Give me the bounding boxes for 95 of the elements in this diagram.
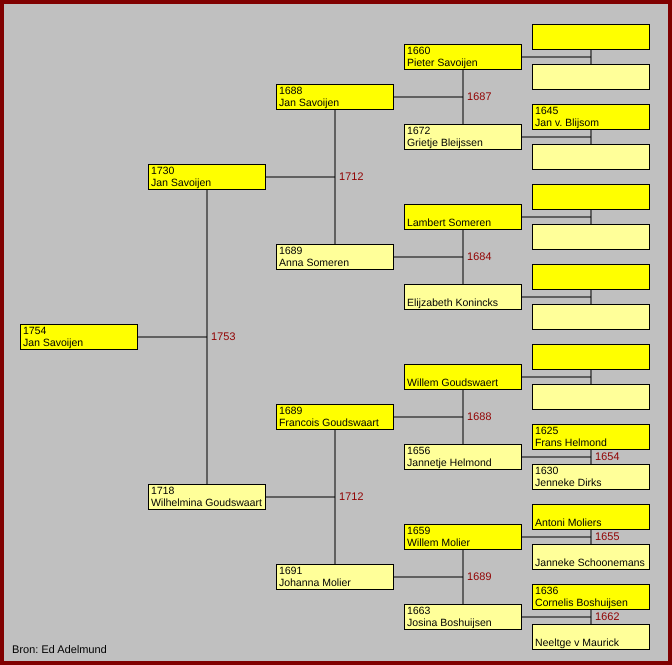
person-name: Jenneke Dirks: [535, 477, 603, 489]
person-name: Francois Goudswaart: [279, 417, 380, 429]
birth-year: 1645: [535, 105, 560, 117]
person-name: Jannetje Helmond: [407, 457, 493, 469]
person-box: [532, 224, 650, 250]
connector-line: [522, 56, 592, 64]
person-box: [276, 564, 394, 590]
person-box: [404, 204, 522, 230]
marriage-year: 1753: [210, 331, 236, 343]
birth-year: 1754: [23, 325, 48, 337]
person-box: [276, 404, 394, 430]
person-box: [148, 484, 266, 510]
person-name: Jan v. Blijsom: [535, 117, 600, 129]
connector-line: [266, 496, 336, 564]
connector-line: [522, 376, 592, 384]
person-box: [532, 464, 650, 490]
person-name: Jan Savoijen: [151, 177, 212, 189]
person-name: Neeltge v Maurick: [535, 637, 620, 649]
person-box: [532, 104, 650, 130]
connector-line: [522, 536, 592, 544]
person-box: [276, 84, 394, 110]
marriage-year: 1687: [466, 91, 492, 103]
marriage-year: 1689: [466, 571, 492, 583]
person-box: [532, 344, 650, 370]
person-name: Cornelis Boshuijsen: [535, 597, 629, 609]
birth-year: 1730: [151, 165, 176, 177]
person-box: [404, 44, 522, 70]
person-name: Janneke Schoonemans: [535, 557, 646, 569]
person-name: Pieter Savoijen: [407, 57, 479, 69]
marriage-year: 1655: [594, 531, 620, 543]
person-box: [532, 584, 650, 610]
birth-year: 1660: [407, 45, 432, 57]
person-box: [532, 544, 650, 570]
person-box: [404, 524, 522, 550]
person-box: [532, 624, 650, 650]
person-name: Willem Molier: [407, 537, 471, 549]
person-name: Elijzabeth Konincks: [407, 297, 500, 309]
connector-line: [522, 616, 592, 624]
birth-year: 1659: [407, 525, 432, 537]
person-box: [532, 264, 650, 290]
birth-year: 1689: [279, 405, 304, 417]
person-name: Lambert Someren: [407, 217, 492, 229]
person-box: [404, 124, 522, 150]
person-box: [532, 184, 650, 210]
connector-line: [522, 216, 592, 224]
birth-year: 1656: [407, 445, 432, 457]
connector-line: [522, 296, 592, 304]
person-name: Anna Someren: [279, 257, 350, 269]
connector-line: [138, 336, 208, 484]
person-name: Antoni Moliers: [535, 517, 603, 529]
person-box: [404, 364, 522, 390]
person-box: [532, 384, 650, 410]
person-name: Jan Savoijen: [279, 97, 340, 109]
person-box: [276, 244, 394, 270]
connector-line: [522, 456, 592, 464]
connector-line: [394, 416, 464, 444]
person-name: Jan Savoijen: [23, 337, 84, 349]
person-name: Johanna Molier: [279, 577, 352, 589]
person-box: [20, 324, 138, 350]
person-box: [532, 304, 650, 330]
birth-year: 1718: [151, 485, 176, 497]
person-name: Willem Goudswaert: [407, 377, 500, 389]
person-box: [532, 424, 650, 450]
person-name: Frans Helmond: [535, 437, 608, 449]
person-box: [532, 504, 650, 530]
marriage-year: 1684: [466, 251, 492, 263]
birth-year: 1625: [535, 425, 560, 437]
person-name: Josina Boshuijsen: [407, 617, 493, 629]
person-box: [404, 604, 522, 630]
birth-year: 1691: [279, 565, 304, 577]
person-box: [532, 144, 650, 170]
marriage-year: 1712: [338, 491, 364, 503]
birth-year: 1688: [279, 85, 304, 97]
connector-line: [394, 96, 464, 124]
marriage-year: 1688: [466, 411, 492, 423]
person-box: [404, 284, 522, 310]
person-box: [532, 64, 650, 90]
connector-line: [266, 176, 336, 244]
birth-year: 1689: [279, 245, 304, 257]
birth-year: 1636: [535, 585, 560, 597]
birth-year: 1663: [407, 605, 432, 617]
person-name: Wilhelmina Goudswaart: [151, 497, 263, 509]
connector-line: [394, 256, 464, 284]
connector-line: [394, 576, 464, 604]
marriage-year: 1654: [594, 451, 620, 463]
person-box: [148, 164, 266, 190]
person-box: [532, 24, 650, 50]
connector-line: [522, 136, 592, 144]
person-box: [404, 444, 522, 470]
birth-year: 1630: [535, 465, 560, 477]
marriage-year: 1712: [338, 171, 364, 183]
birth-year: 1672: [407, 125, 432, 137]
person-name: Grietje Bleijssen: [407, 137, 484, 149]
marriage-year: 1662: [594, 611, 620, 623]
source-note: Bron: Ed Adelmund: [12, 644, 107, 656]
